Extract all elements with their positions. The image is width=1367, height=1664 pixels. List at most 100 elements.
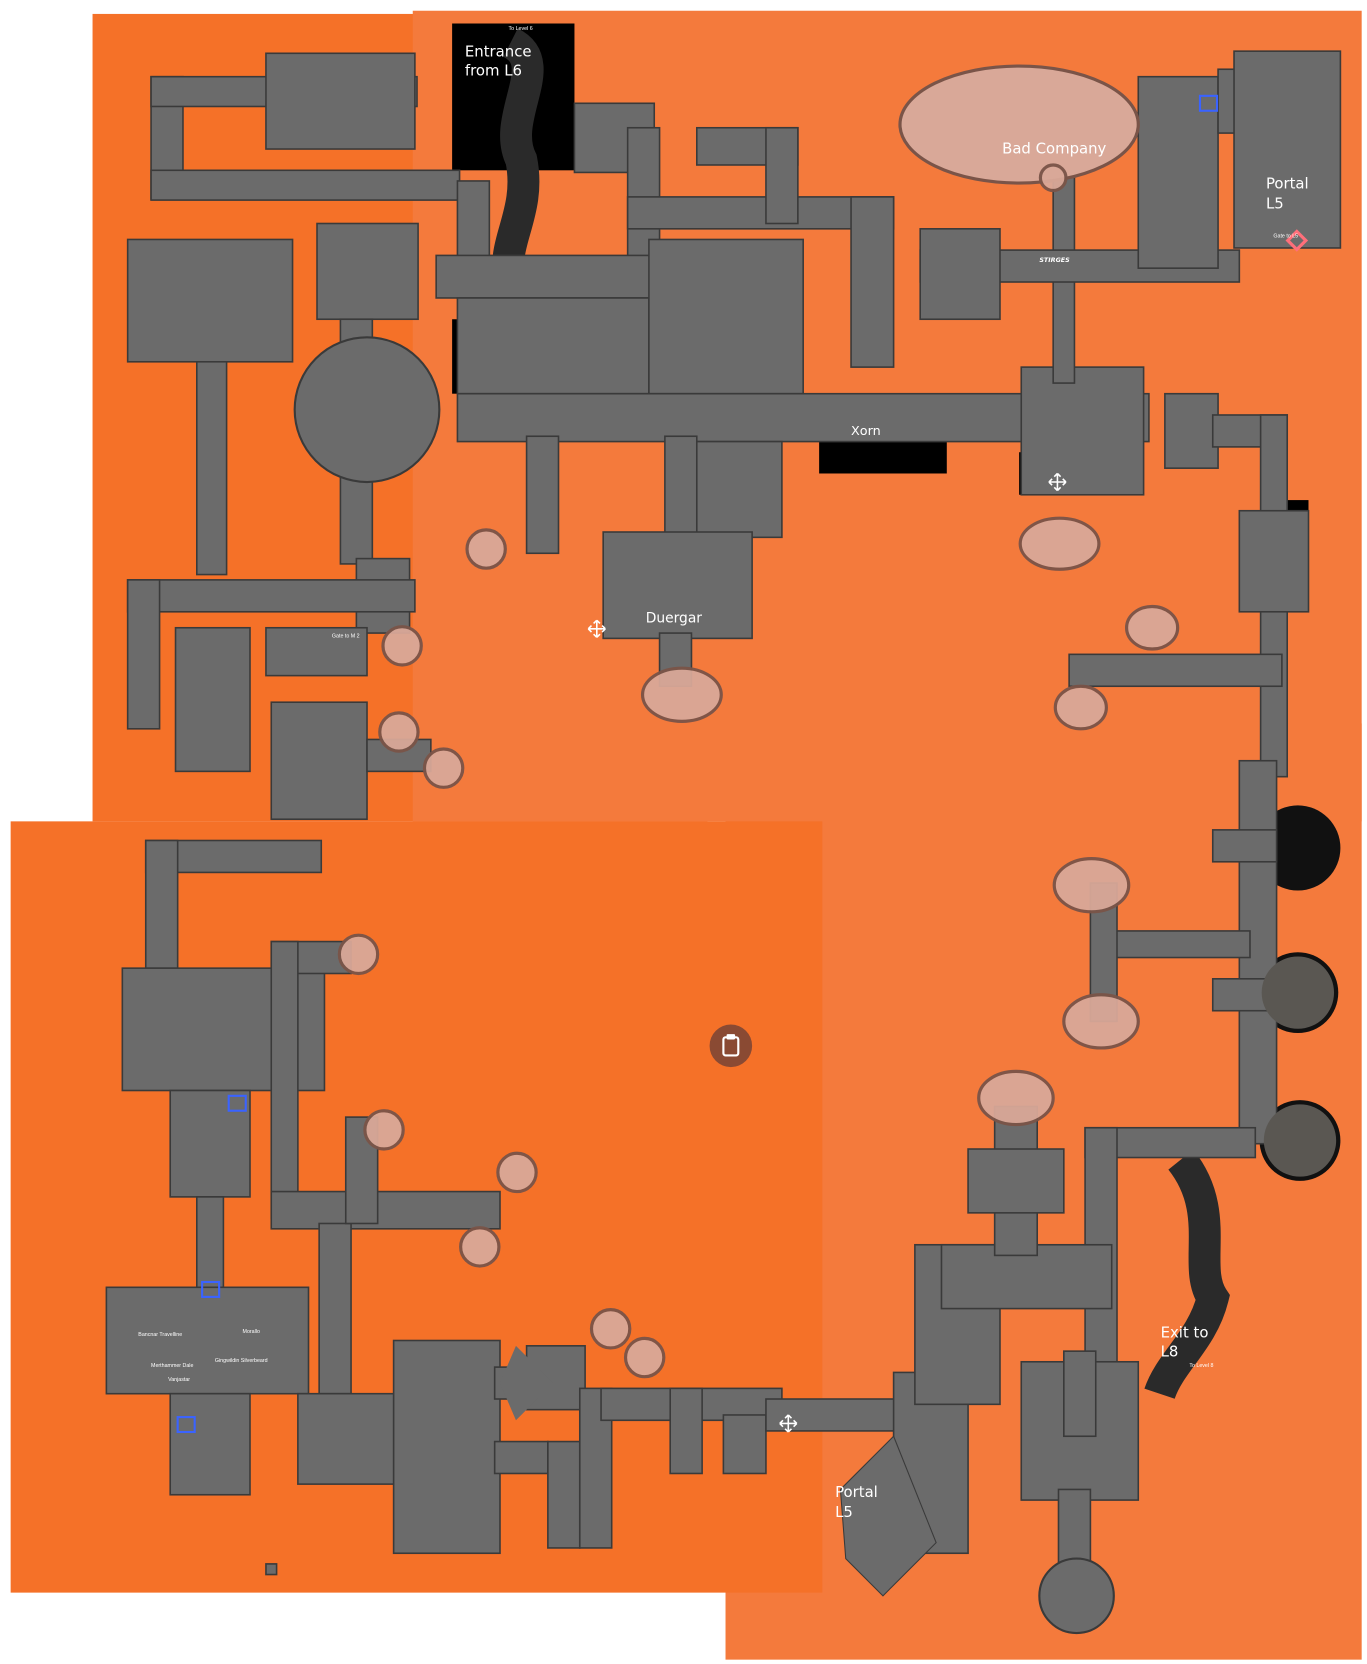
room — [648, 238, 804, 395]
room — [1211, 829, 1278, 863]
clipboard-icon — [722, 1034, 740, 1057]
door-marker — [176, 1416, 196, 1434]
room — [919, 228, 1001, 321]
room — [1063, 1350, 1097, 1438]
token-name-4: Gingwildin Silverbeard — [215, 1358, 268, 1364]
area-marker[interactable] — [589, 1308, 632, 1350]
area-marker[interactable] — [1062, 993, 1140, 1050]
area-marker[interactable] — [465, 528, 507, 570]
room — [265, 626, 368, 677]
area-marker[interactable] — [496, 1151, 538, 1194]
clipboard-button-bg[interactable] — [709, 1024, 753, 1068]
room — [525, 435, 560, 555]
room — [850, 196, 895, 368]
room — [126, 238, 294, 363]
area-marker[interactable] — [1053, 684, 1108, 731]
door-markers — [176, 94, 1309, 1434]
room — [270, 940, 299, 1219]
label-entrance-line1: Entrance — [465, 42, 532, 60]
label-portal-bottom-line2: L5 — [835, 1503, 853, 1521]
round-chamber — [1261, 956, 1335, 1029]
move-arrows-icon[interactable] — [1048, 472, 1067, 492]
room — [126, 579, 161, 730]
room — [967, 1148, 1065, 1214]
label-portal-top-line2: L5 — [1266, 195, 1284, 213]
room — [1137, 75, 1219, 269]
room — [664, 435, 698, 544]
round-chamber — [293, 336, 441, 484]
room — [695, 440, 783, 539]
token-name-3: Merthammer Dale — [151, 1363, 193, 1369]
room — [435, 254, 661, 299]
door-marker — [201, 1280, 221, 1298]
area-marker[interactable] — [1018, 516, 1101, 571]
underground-river — [1144, 1149, 1230, 1400]
room — [626, 196, 895, 230]
area-marker[interactable] — [363, 1109, 405, 1151]
clipboard-button[interactable] — [709, 1024, 753, 1068]
area-marker[interactable] — [623, 1336, 666, 1379]
room — [270, 701, 368, 821]
door-marker — [1198, 94, 1219, 112]
room — [1233, 50, 1342, 249]
room — [1068, 653, 1283, 688]
room — [265, 1563, 278, 1576]
room — [169, 1392, 251, 1496]
diamond-room — [499, 1345, 554, 1421]
room — [196, 360, 228, 576]
label-gate-to-l5: Gate to L5 — [1273, 233, 1298, 239]
area-marker[interactable] — [1124, 604, 1180, 651]
room — [1164, 392, 1219, 469]
room — [196, 1196, 225, 1294]
room — [493, 1440, 549, 1475]
label-portal-top-line1: Portal — [1266, 174, 1309, 192]
room — [392, 1339, 501, 1555]
move-arrows-icon[interactable] — [779, 1414, 798, 1433]
room — [722, 1414, 767, 1475]
label-xorn: Xorn — [851, 424, 881, 439]
map-labels: To Level 6 Entrance from L6 Bad Company … — [138, 26, 1308, 1521]
room — [316, 222, 419, 321]
label-duergar: Duergar — [646, 610, 703, 626]
area-markers[interactable] — [337, 64, 1180, 1379]
round-chamber — [1038, 1557, 1115, 1635]
area-marker[interactable] — [1038, 163, 1068, 193]
room — [150, 169, 461, 201]
area-marker[interactable] — [640, 666, 723, 723]
move-arrows-glyph — [779, 1414, 798, 1433]
room — [265, 52, 416, 150]
room — [547, 1440, 581, 1549]
label-entrance-line2: from L6 — [465, 62, 522, 80]
room — [318, 1222, 352, 1395]
dungeon-rooms — [105, 50, 1342, 1635]
move-arrows-glyph — [1048, 472, 1067, 492]
move-arrows-icon[interactable] — [587, 619, 606, 638]
label-bad-company: Bad Company — [1002, 139, 1106, 157]
area-marker[interactable] — [381, 625, 423, 667]
area-marker[interactable] — [977, 1069, 1055, 1127]
move-arrows-glyph — [587, 619, 606, 638]
room — [270, 1190, 501, 1230]
area-marker-bad-company[interactable] — [898, 64, 1140, 185]
token-name-5: Vanjastar — [168, 1377, 190, 1383]
room — [1057, 1488, 1092, 1565]
room — [105, 1286, 310, 1395]
room — [126, 579, 416, 613]
room — [456, 297, 650, 395]
label-exit-line2: L8 — [1161, 1342, 1179, 1360]
area-marker[interactable] — [459, 1226, 501, 1268]
angled-room — [839, 1435, 937, 1597]
token-name-2: Morallo — [243, 1329, 260, 1335]
room — [174, 626, 251, 773]
portal-marker — [1285, 229, 1309, 252]
room — [1110, 930, 1251, 959]
round-chamber — [1263, 1104, 1337, 1177]
area-marker[interactable] — [337, 933, 380, 976]
room — [1238, 509, 1310, 613]
room — [144, 839, 179, 969]
area-marker[interactable] — [1052, 856, 1131, 914]
label-stirges: STIRGES — [1039, 256, 1070, 264]
area-marker[interactable] — [378, 711, 420, 753]
area-marker[interactable] — [422, 747, 465, 789]
